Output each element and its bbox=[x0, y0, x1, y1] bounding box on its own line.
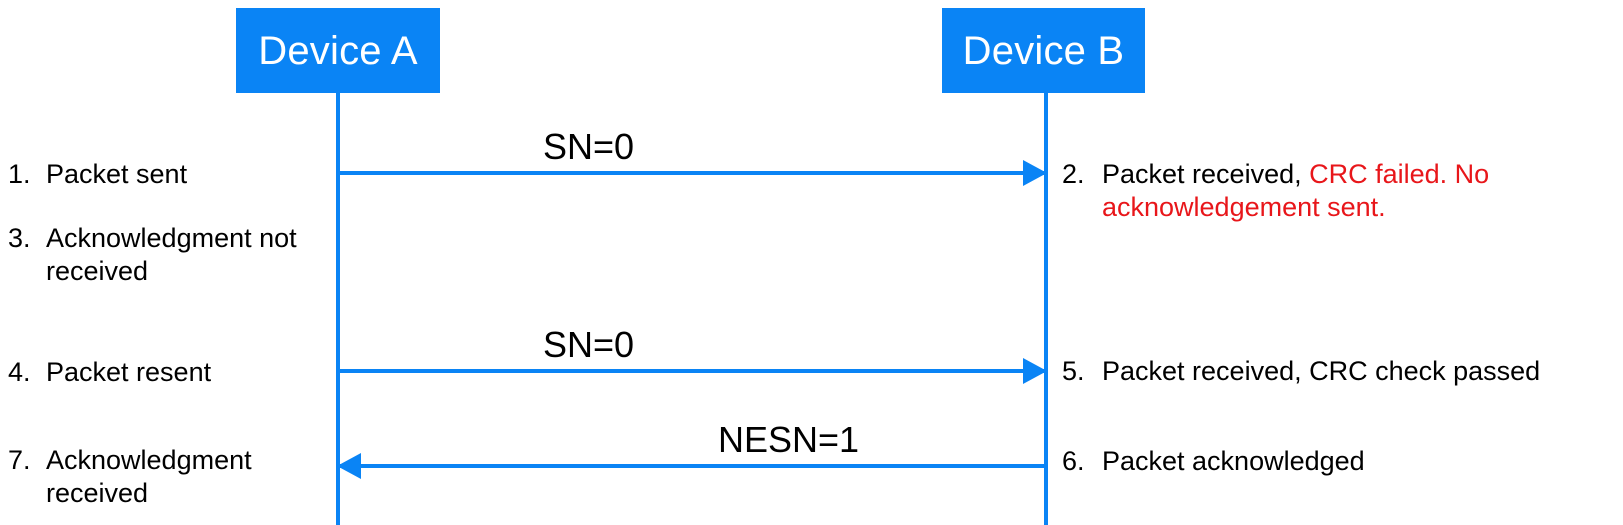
arrowhead-left-icon bbox=[337, 453, 361, 479]
step-number: 7. bbox=[8, 445, 31, 475]
arrowhead-right-icon bbox=[1023, 358, 1047, 384]
step-note-7: 7. Acknowledgment received bbox=[8, 444, 323, 510]
message-label-1: SN=0 bbox=[543, 126, 635, 167]
step-note-1: 1. Packet sent bbox=[8, 158, 323, 191]
message-label-2: SN=0 bbox=[543, 324, 635, 365]
step-text-error: CRC failed. No acknowledgement sent. bbox=[1102, 159, 1490, 222]
step-note-4: 4. Packet resent bbox=[8, 356, 323, 389]
arrow-shaft bbox=[338, 171, 1046, 175]
step-note-3: 3. Acknowledgment not received bbox=[8, 222, 323, 288]
actor-box-device-a: Device A bbox=[236, 8, 440, 93]
lifeline-device-b bbox=[1044, 93, 1048, 525]
step-text: Acknowledgment not received bbox=[46, 223, 297, 286]
step-number: 5. bbox=[1062, 356, 1085, 386]
arrow-shaft bbox=[338, 464, 1046, 468]
message-label-3: NESN=1 bbox=[718, 419, 860, 460]
step-number: 2. bbox=[1062, 159, 1085, 189]
step-text: Packet received, CRC failed. No acknowle… bbox=[1102, 158, 1622, 224]
actor-box-device-b: Device B bbox=[942, 8, 1145, 93]
step-number: 4. bbox=[8, 357, 31, 387]
lifeline-device-a bbox=[336, 93, 340, 525]
step-number: 6. bbox=[1062, 446, 1085, 476]
step-text-normal: Packet received, bbox=[1102, 159, 1310, 189]
arrow-shaft bbox=[338, 369, 1046, 373]
actor-label-device-b: Device B bbox=[962, 28, 1125, 73]
step-number: 1. bbox=[8, 159, 31, 189]
step-text: Packet received, CRC check passed bbox=[1102, 356, 1541, 386]
arrowhead-right-icon bbox=[1023, 160, 1047, 186]
step-text: Acknowledgment received bbox=[46, 445, 252, 508]
step-text: Packet acknowledged bbox=[1102, 446, 1365, 476]
step-note-5: 5. Packet received, CRC check passed bbox=[1062, 355, 1622, 388]
step-note-2: 2. Packet received, CRC failed. No ackno… bbox=[1062, 158, 1622, 224]
step-number: 3. bbox=[8, 223, 31, 253]
actor-label-device-a: Device A bbox=[258, 28, 418, 73]
step-text: Packet resent bbox=[46, 357, 212, 387]
step-note-6: 6. Packet acknowledged bbox=[1062, 445, 1622, 478]
step-text: Packet sent bbox=[46, 159, 188, 189]
